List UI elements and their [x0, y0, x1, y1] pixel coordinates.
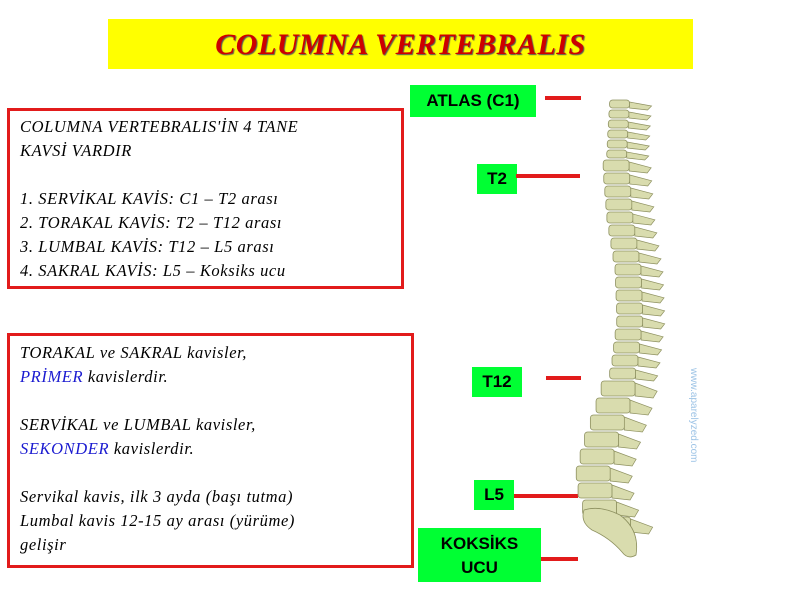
label-t2: T2: [477, 164, 517, 194]
spinous-process: [624, 416, 647, 433]
vertebra-body: [616, 315, 644, 328]
vertebra-body: [615, 289, 643, 302]
secondary-highlight: SEKONDER: [20, 439, 110, 458]
label-coccyx: KOKSİKS UCU: [418, 528, 541, 582]
secondary-text-line2: SEKONDER kavislerdir.: [20, 439, 194, 459]
label-t12: T12: [472, 367, 522, 397]
vertebra-body: [616, 302, 643, 315]
vertebra-body: [606, 139, 628, 149]
vertebra-body: [614, 263, 642, 276]
vertebra-body: [607, 119, 629, 129]
primary-highlight: PRİMER: [20, 367, 84, 386]
spinous-process: [609, 467, 633, 484]
spinous-process: [642, 317, 666, 330]
vertebra-body: [612, 250, 640, 263]
spinous-process: [611, 484, 635, 501]
label-l5: L5: [474, 480, 514, 510]
spinous-process: [638, 252, 662, 265]
secondary-text-line1: SERVİKAL ve LUMBAL kavisler,: [20, 415, 256, 434]
label-coccyx-line2: UCU: [461, 558, 498, 577]
spinous-process: [640, 330, 664, 343]
curvatures-box: COLUMNA VERTEBRALIS'İN 4 TANE KAVSİ VARD…: [7, 108, 404, 289]
spinous-process: [630, 187, 654, 200]
spinous-process: [618, 433, 642, 450]
vertebra-body: [603, 172, 631, 185]
spinous-process: [613, 450, 637, 467]
label-atlas: ATLAS (C1): [410, 85, 536, 117]
spinous-process: [634, 226, 658, 239]
development-line1: Servikal kavis, ilk 3 ayda (başı tutma): [20, 487, 294, 506]
vertebra-body: [589, 414, 625, 431]
spinous-process: [629, 399, 653, 416]
spinous-process: [642, 304, 666, 317]
title-banner: COLUMNA VERTEBRALIS: [108, 19, 693, 69]
spinous-process: [635, 369, 659, 382]
spinous-process: [629, 174, 653, 187]
vertebra-body: [602, 159, 630, 172]
vertebra-body: [606, 211, 634, 224]
watermark: www.aparelyzed.com: [688, 368, 699, 462]
vertebra-body: [614, 328, 642, 341]
spinous-process: [626, 151, 650, 161]
spinous-process: [616, 501, 640, 518]
secondary-rest: kavislerdir.: [109, 439, 195, 458]
spinous-process: [628, 161, 652, 174]
watermark-text: www.aparelyzed.com: [688, 368, 699, 462]
vertebra-body: [577, 482, 613, 499]
spinous-process: [632, 213, 656, 226]
spinous-process: [637, 356, 661, 369]
page-title: COLUMNA VERTEBRALIS: [215, 28, 586, 61]
curvature-item-sacral: 4. SAKRAL KAVİS: L5 – Koksiks ucu: [20, 261, 286, 280]
vertebra-body: [609, 367, 637, 380]
spinous-process: [639, 343, 663, 356]
primary-rest: kavislerdir.: [83, 367, 169, 386]
development-line2: Lumbal kavis 12-15 ay arası (yürüme): [20, 511, 296, 530]
curvature-item-lumbar: 3. LUMBAL KAVİS: T12 – L5 arası: [20, 237, 275, 256]
sacrum-shape: [582, 507, 638, 558]
vertebra-body: [584, 431, 619, 448]
vertebra-body: [604, 185, 632, 198]
vertebra-body: [615, 276, 642, 289]
label-coccyx-line1: KOKSİKS: [440, 534, 519, 553]
curvature-item-thoracic: 2. TORAKAL KAVİS: T2 – T12 arası: [20, 213, 283, 232]
tick-t2: [516, 174, 580, 178]
vertebra-body: [605, 198, 633, 211]
spinous-process: [628, 111, 652, 121]
vertebra-body: [608, 109, 630, 119]
tick-t12: [546, 376, 581, 380]
vertebra-body: [608, 224, 636, 237]
spinous-process: [634, 382, 658, 399]
vertebra-body: [579, 448, 615, 465]
vertebra-body: [607, 129, 629, 139]
vertebra-body: [609, 99, 630, 109]
spinous-process: [641, 291, 665, 304]
curvatures-heading-line1: COLUMNA VERTEBRALIS'İN 4 TANE: [20, 117, 299, 136]
vertebra-body: [575, 465, 611, 482]
spinous-process: [626, 141, 650, 151]
development-line3: gelişir: [20, 535, 67, 554]
spinous-process: [636, 239, 660, 252]
spine-illustration: [575, 99, 666, 558]
spinous-process: [627, 121, 652, 131]
primary-text-line1: TORAKAL ve SAKRAL kavisler,: [20, 343, 248, 362]
tick-l5: [514, 494, 578, 498]
spinous-process: [629, 101, 653, 111]
curvature-types-box: TORAKAL ve SAKRAL kavisler, PRİMER kavis…: [7, 333, 414, 568]
spinous-process: [641, 278, 665, 291]
vertebra-body: [595, 397, 631, 414]
primary-text-line2: PRİMER kavislerdir.: [20, 367, 168, 387]
curvature-item-cervical: 1. SERVİKAL KAVİS: C1 – T2 arası: [20, 189, 279, 208]
vertebra-body: [600, 380, 636, 397]
vertebra-body: [610, 237, 638, 250]
vertebra-body: [611, 354, 639, 367]
vertebra-body: [613, 341, 640, 354]
spinous-process: [627, 131, 651, 141]
tick-coccyx: [541, 557, 578, 561]
vertebra-body: [606, 149, 628, 159]
curvatures-heading-line2: KAVSİ VARDIR: [20, 141, 132, 160]
spinous-process: [631, 200, 655, 213]
tick-atlas: [545, 96, 581, 100]
spinous-process: [640, 265, 664, 278]
